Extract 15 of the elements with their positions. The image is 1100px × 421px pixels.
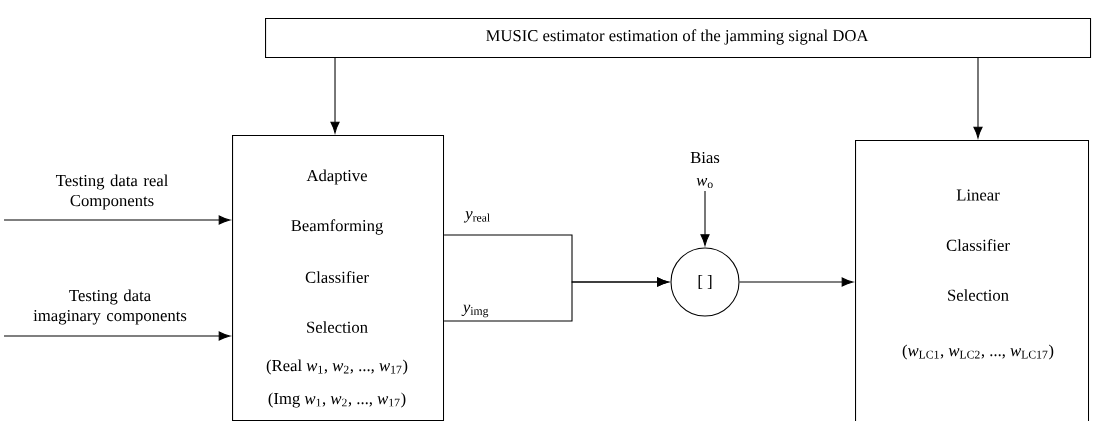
process-box: MUSIC estimator estimation of the jamming signal DOA — [265, 18, 1092, 59]
arrow — [973, 57, 983, 139]
edge-label: y$_{real}$ — [463, 211, 490, 223]
input-label: Testing data real Components — [55, 174, 168, 210]
arrow — [443, 277, 669, 322]
bias-label: Bias w$_{o}$ — [690, 151, 720, 189]
input-label: Testing data imaginary components — [33, 289, 187, 325]
process-box: Adaptive Beamforming Classifier Selection (Real w$_{1}$, w$_{2}$, ..., w$_{17}$) (Img w$_{1}$, w$_{2}$, ..., w$_{17}$) — [232, 135, 445, 421]
edge-label: y$_{img}$ — [461, 304, 489, 318]
process-box: Linear Classifier Selection (w$_{LC1}$, w$_{LC2}$, ..., w$_{LC17}$) — [855, 140, 1090, 421]
arrow — [3, 215, 231, 225]
arrow — [700, 190, 710, 246]
arrow — [739, 277, 854, 287]
arrow — [3, 331, 231, 341]
arrow — [330, 57, 340, 134]
